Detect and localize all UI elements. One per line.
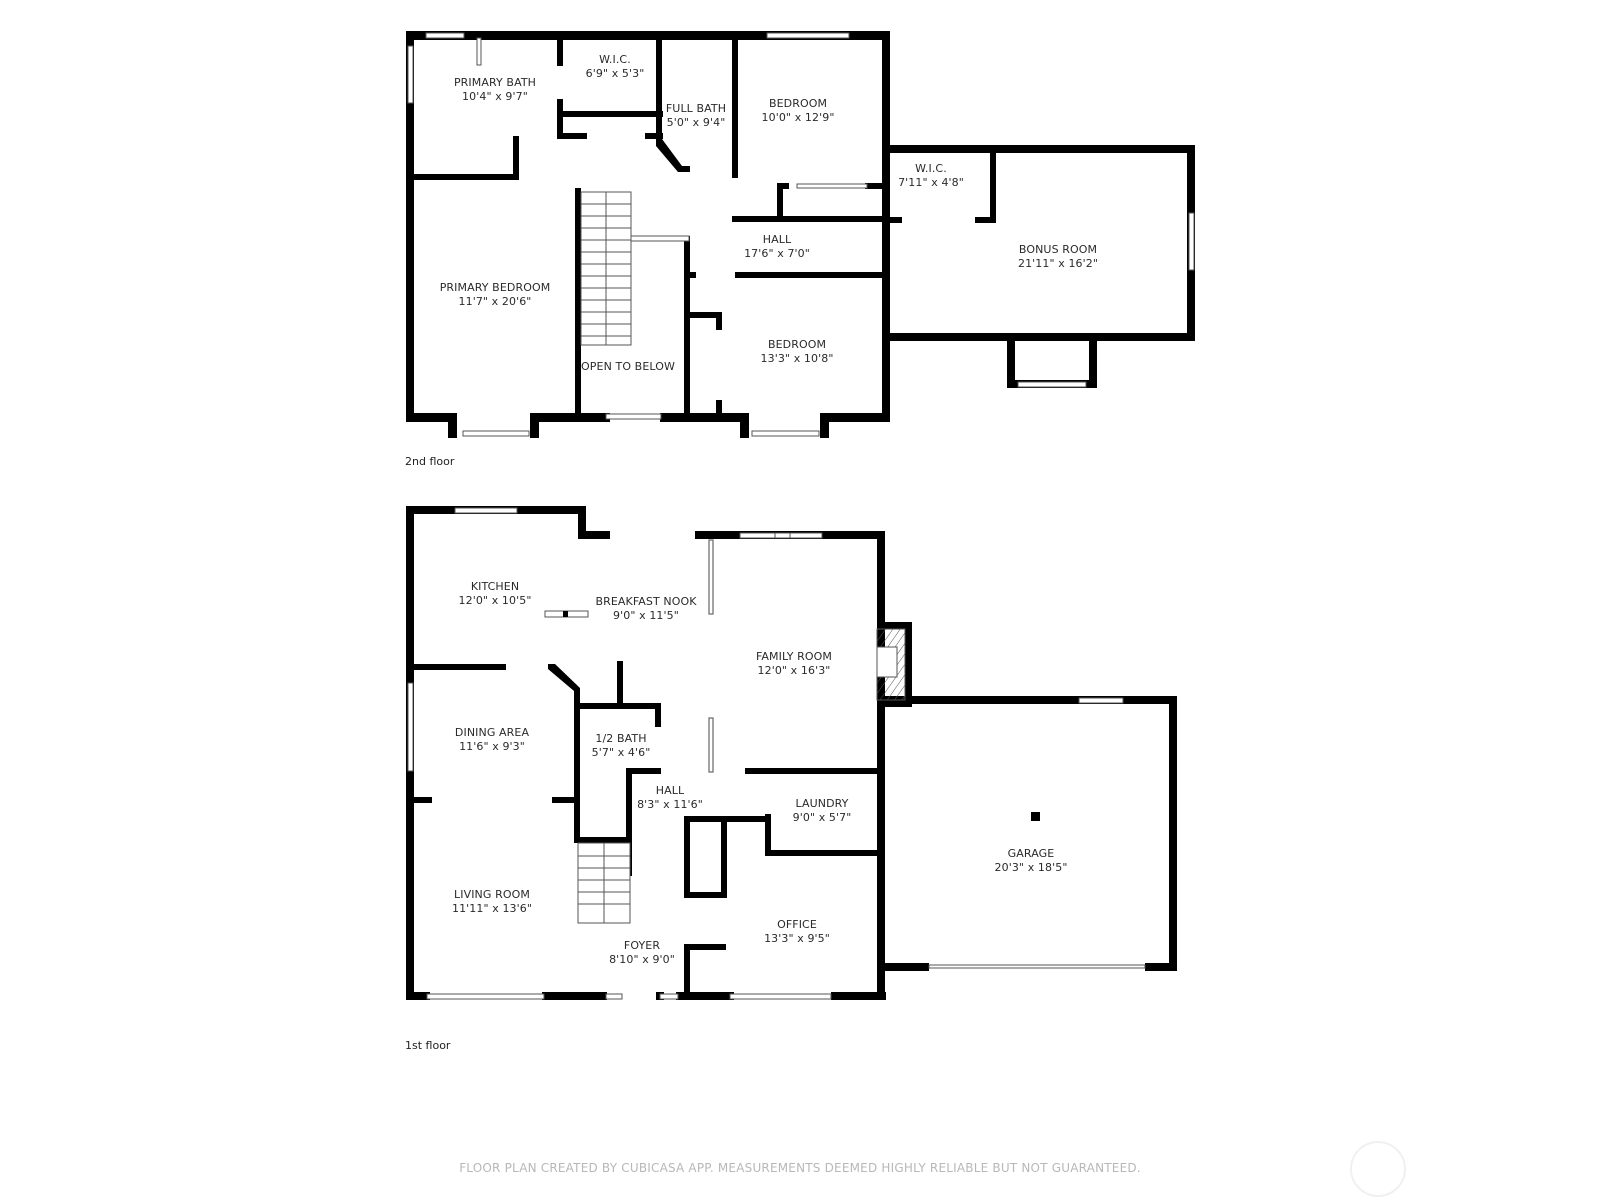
room-name: PRIMARY BEDROOM — [439, 281, 551, 294]
room-size: 8'3" x 11'6" — [637, 798, 703, 811]
room-wic-bonus: W.I.C. 7'11" x 4'8" — [898, 162, 964, 190]
room-size: 5'7" x 4'6" — [591, 746, 651, 759]
room-name: FAMILY ROOM — [755, 650, 833, 663]
room-laundry: LAUNDRY 9'0" x 5'7" — [793, 797, 852, 825]
room-name: FOYER — [623, 939, 661, 952]
room-size: 13'3" x 9'5" — [764, 932, 830, 945]
room-size: 10'0" x 12'9" — [761, 111, 835, 124]
room-size: 20'3" x 18'5" — [994, 861, 1068, 874]
room-size: 12'0" x 16'3" — [757, 664, 831, 677]
room-size: 12'0" x 10'5" — [458, 594, 532, 607]
room-bedroom-3: BEDROOM 13'3" x 10'8" — [761, 338, 834, 366]
room-full-bath: FULL BATH 5'0" x 9'4" — [666, 102, 726, 130]
room-living-room: LIVING ROOM 11'11" x 13'6" — [452, 888, 532, 916]
room-half-bath: 1/2 BATH 5'7" x 4'6" — [592, 732, 651, 760]
room-bonus-room: BONUS ROOM 21'11" x 16'2" — [1018, 243, 1098, 271]
second-floor-walls — [406, 31, 890, 438]
room-open-to-below: OPEN TO BELOW — [581, 360, 675, 374]
room-name: HALL — [655, 784, 685, 797]
room-name: HALL — [762, 233, 792, 246]
room-breakfast-nook: BREAKFAST NOOK 9'0" x 11'5" — [595, 595, 696, 623]
first-floor-staircase — [577, 842, 631, 924]
room-garage: GARAGE 20'3" x 18'5" — [995, 847, 1068, 875]
room-name: PRIMARY BATH — [453, 76, 537, 89]
room-primary-bedroom: PRIMARY BEDROOM 11'7" x 20'6" — [440, 281, 551, 309]
room-office: OFFICE 13'3" x 9'5" — [764, 918, 830, 946]
room-name: W.I.C. — [915, 162, 947, 175]
room-name: BONUS ROOM — [1018, 243, 1098, 256]
room-kitchen: KITCHEN 12'0" x 10'5" — [459, 580, 532, 608]
floor-label-2nd: 2nd floor — [405, 455, 455, 468]
room-name: 1/2 BATH — [595, 732, 647, 745]
room-size: 9'0" x 11'5" — [613, 609, 679, 622]
room-name: KITCHEN — [470, 580, 520, 593]
room-primary-bath: PRIMARY BATH 10'4" x 9'7" — [454, 76, 536, 104]
room-size: 13'3" x 10'8" — [760, 352, 834, 365]
first-floor-windows — [407, 507, 1146, 1000]
room-bedroom-2: BEDROOM 10'0" x 12'9" — [762, 97, 835, 125]
room-size: 11'7" x 20'6" — [458, 295, 532, 308]
room-name: BEDROOM — [767, 338, 827, 351]
room-size: 7'11" x 4'8" — [898, 176, 964, 189]
room-dining-area: DINING AREA 11'6" x 9'3" — [455, 726, 529, 754]
room-name: FULL BATH — [665, 102, 727, 115]
room-name: BEDROOM — [768, 97, 828, 110]
room-name: DINING AREA — [454, 726, 530, 739]
room-size: 17'6" x 7'0" — [744, 247, 810, 260]
room-name: OPEN TO BELOW — [581, 360, 675, 373]
room-size: 11'6" x 9'3" — [459, 740, 525, 753]
room-name: LIVING ROOM — [454, 888, 530, 901]
second-floor-windows — [407, 32, 1195, 437]
floor-label-1st: 1st floor — [405, 1039, 451, 1052]
room-size: 5'0" x 9'4" — [666, 116, 726, 129]
room-name: W.I.C. — [599, 53, 631, 66]
room-name: GARAGE — [1007, 847, 1055, 860]
watermark-circle-icon — [1350, 1141, 1406, 1197]
room-wic-primary: W.I.C. 6'9" x 5'3" — [586, 53, 645, 81]
room-name: OFFICE — [777, 918, 817, 931]
room-name: LAUNDRY — [795, 797, 849, 810]
room-name: BREAKFAST NOOK — [595, 595, 697, 608]
room-size: 8'10" x 9'0" — [609, 953, 675, 966]
second-floor-staircase — [580, 191, 690, 346]
room-size: 9'0" x 5'7" — [792, 811, 852, 824]
room-family-room: FAMILY ROOM 12'0" x 16'3" — [756, 650, 832, 678]
room-lower-hall: HALL 8'3" x 11'6" — [637, 784, 703, 812]
room-size: 11'11" x 13'6" — [451, 902, 533, 915]
room-size: 6'9" x 5'3" — [585, 67, 645, 80]
room-foyer: FOYER 8'10" x 9'0" — [609, 939, 675, 967]
room-size: 10'4" x 9'7" — [462, 90, 528, 103]
room-size: 21'11" x 16'2" — [1017, 257, 1099, 270]
disclaimer-text: FLOOR PLAN CREATED BY CUBICASA APP. MEAS… — [459, 1161, 1141, 1175]
first-floor-fireplace — [876, 628, 906, 701]
room-upper-hall: HALL 17'6" x 7'0" — [744, 233, 810, 261]
